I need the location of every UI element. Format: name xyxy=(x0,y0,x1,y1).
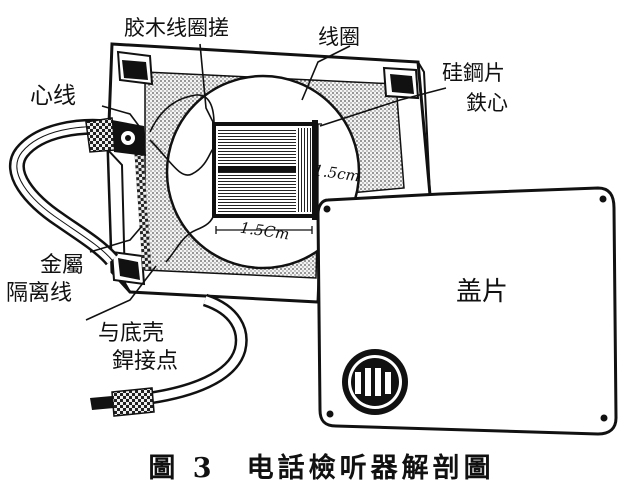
figure-caption: 圖 3 电話檢听器解剖圖 xyxy=(148,453,495,484)
grille-icon xyxy=(342,349,408,415)
shielded-wire-inside xyxy=(133,139,152,271)
cover-plate xyxy=(316,186,618,436)
shield-label-line1: 金屬 xyxy=(40,253,84,278)
lead-wire-label: 心线 xyxy=(30,83,76,109)
core-label-line1: 硅鋼片 xyxy=(442,61,505,85)
corner-bosses xyxy=(110,50,420,286)
core-label-line2: 鉄心 xyxy=(466,91,508,115)
shield-label-line2: 隔离线 xyxy=(6,281,72,306)
cover-label: 盖片 xyxy=(456,277,508,307)
solder-label-line2: 銲接点 xyxy=(112,349,178,374)
cable-left xyxy=(8,117,146,266)
coil-label: 线圈 xyxy=(318,25,360,49)
coil-bobbin xyxy=(212,120,318,220)
plug-connector xyxy=(90,387,155,417)
internal-wiring xyxy=(149,94,215,263)
leader-lines xyxy=(85,43,447,321)
bobbin-label: 胶木线圈搓 xyxy=(124,16,229,40)
dimension-lines xyxy=(215,123,322,234)
solder-label-line1: 与底壳 xyxy=(98,321,164,346)
coil-winding xyxy=(298,128,312,212)
cable-bottom xyxy=(149,293,248,405)
